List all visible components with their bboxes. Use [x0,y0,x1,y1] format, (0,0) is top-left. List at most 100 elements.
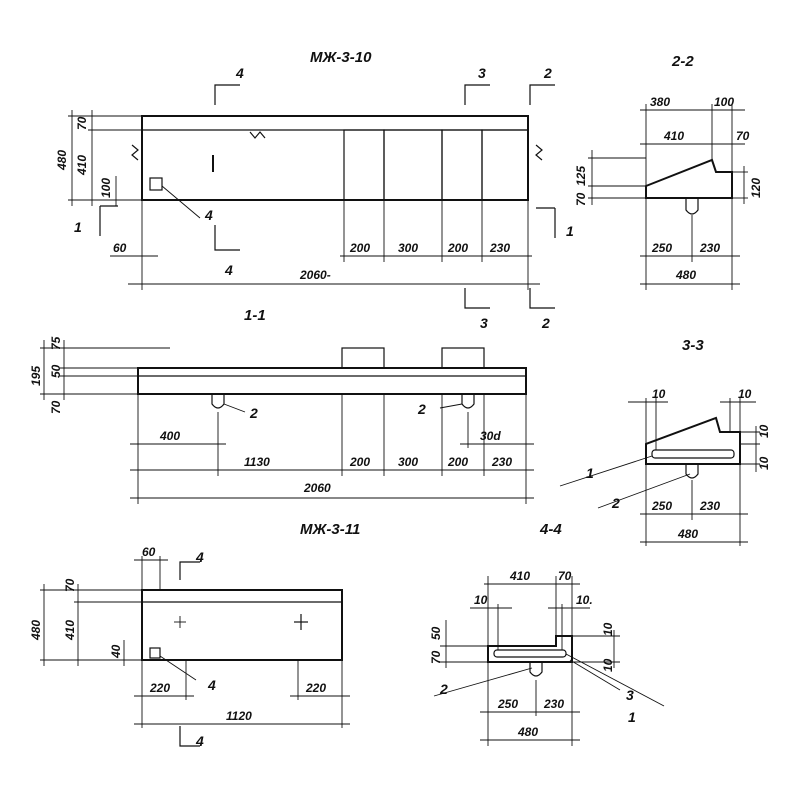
dim-11-195: 195 [29,366,43,386]
section-2-2-loop [685,198,699,215]
dim-2-250: 250 [651,241,672,255]
dim-2-h125: 125 [574,166,588,186]
dim-4-10a: 10 [474,593,488,607]
dim-2-480: 480 [675,268,696,282]
section-4-4-profile [487,635,573,663]
dim-2-h70: 70 [574,192,588,206]
title-1-1: 1-1 [244,307,266,324]
cut-11-4-top [179,561,200,580]
dim-3-480: 480 [677,527,698,541]
dim-3-10a: 10 [652,387,666,401]
cut-3-bottom [464,288,490,309]
dim-60: 60 [113,241,127,255]
title-mzh-3-10: МЖ-3-10 [310,49,372,66]
dim-11-total: 2060 [303,481,331,495]
mark-3-1: 1 [586,465,594,481]
leader-2b [439,403,463,409]
dim-4-70: 70 [558,569,572,583]
leader-2a [223,403,246,413]
dim-4-10c: 10 [601,622,615,636]
section-3-3-profile [645,416,741,465]
title-4-4: 4-4 [539,521,562,538]
dim-2-h120: 120 [749,178,763,198]
leader-4 [161,185,201,219]
cut-4-top-label: 4 [235,65,244,81]
dim-11-70: 70 [49,400,63,414]
leader-4-2 [433,667,533,697]
section-4-4: 4-4 410 70 10 10. 10 10 70 50 2 3 1 [429,521,665,746]
mark-2b: 2 [417,401,426,417]
mzh-3-11-loop [149,647,161,659]
dim-11-200a: 200 [349,455,370,469]
mark-4-1: 1 [628,709,636,725]
dim-2-230: 230 [699,241,720,255]
cut-1-left-label: 1 [74,219,82,235]
mark-4-3: 3 [626,687,634,703]
dim-total: 2060- [299,268,331,282]
dim-4-410: 410 [509,569,530,583]
mark-4-2: 2 [439,681,448,697]
title-3-3: 3-3 [682,337,704,354]
dim-m11-410: 410 [63,620,77,641]
cut-4-top [214,84,240,105]
dim-11-300r: 30d [480,429,501,443]
section-4-4-rebar [493,649,567,658]
dim-3-10b: 10 [738,387,752,401]
dim-m11-70: 70 [63,578,77,592]
mark-2a: 2 [249,405,258,421]
cut-1-right-label: 1 [566,223,574,239]
section-1-1-slab [137,367,527,395]
dim-200b: 200 [447,241,468,255]
dim-3-10c: 10 [757,424,771,438]
cut-2-top [529,84,555,105]
lifting-loop [149,177,163,191]
dim-230: 230 [489,241,510,255]
dim-11-230: 230 [491,455,512,469]
cut-2-top-label: 2 [543,65,552,81]
title-mzh-3-11: МЖ-3-11 [300,521,360,538]
cutout-3 [441,129,483,201]
leader-4-1 [565,653,665,707]
cut-4-bottom-label: 4 [224,262,233,278]
cut-3-top-label: 3 [478,65,486,81]
dim-3-10d: 10 [757,456,771,470]
cutout-2 [383,129,443,201]
break-mark-top [249,131,266,139]
dim-11-75: 75 [49,336,63,350]
cut-2-bottom [529,288,555,309]
title-2-2: 2-2 [671,53,694,70]
dim-m11-60: 60 [142,545,156,559]
dim-300: 300 [398,241,418,255]
leader-4-3 [569,659,621,691]
dim-4-480: 480 [517,725,538,739]
cut-3-bottom-label: 3 [480,315,488,331]
mark-3-2: 2 [611,495,620,511]
dim-2-380: 380 [650,95,670,109]
dim-m11-220b: 220 [305,681,326,695]
dim-m11-40: 40 [109,644,123,659]
cutout-4 [481,129,529,201]
dim-2-410: 410 [663,129,684,143]
dim-11-1130: 1130 [244,455,270,469]
break-mark-right [535,144,543,161]
dim-4-h50: 50 [429,626,443,640]
dim-3-230: 230 [699,499,720,513]
section-1-1-block-2 [441,347,485,369]
section-1-1-loop-2 [461,394,475,409]
dim-11-400: 400 [159,429,180,443]
cutout-1 [343,129,385,201]
cut-11-4-bottom-label: 4 [195,733,204,749]
mark-11-4: 4 [207,677,216,693]
mzh-3-10-view: МЖ-3-10 4 4 4 3 3 2 2 1 [55,49,574,331]
mzh-3-11-view: МЖ-3-11 4 4 4 60 480 70 410 40 220 [29,521,360,749]
cut-4-bottom [214,225,240,251]
break-mark-left [131,144,139,161]
dim-480: 480 [55,150,69,171]
cut-11-4-bottom [179,726,200,747]
leader-3-2 [597,473,691,509]
section-1-1: 1-1 2 2 195 75 50 70 400 30d [29,307,534,504]
dim-11-300: 300 [398,455,418,469]
cut-3-top [464,84,490,105]
mzh-3-11-body [141,589,343,661]
slab-body [141,115,529,201]
